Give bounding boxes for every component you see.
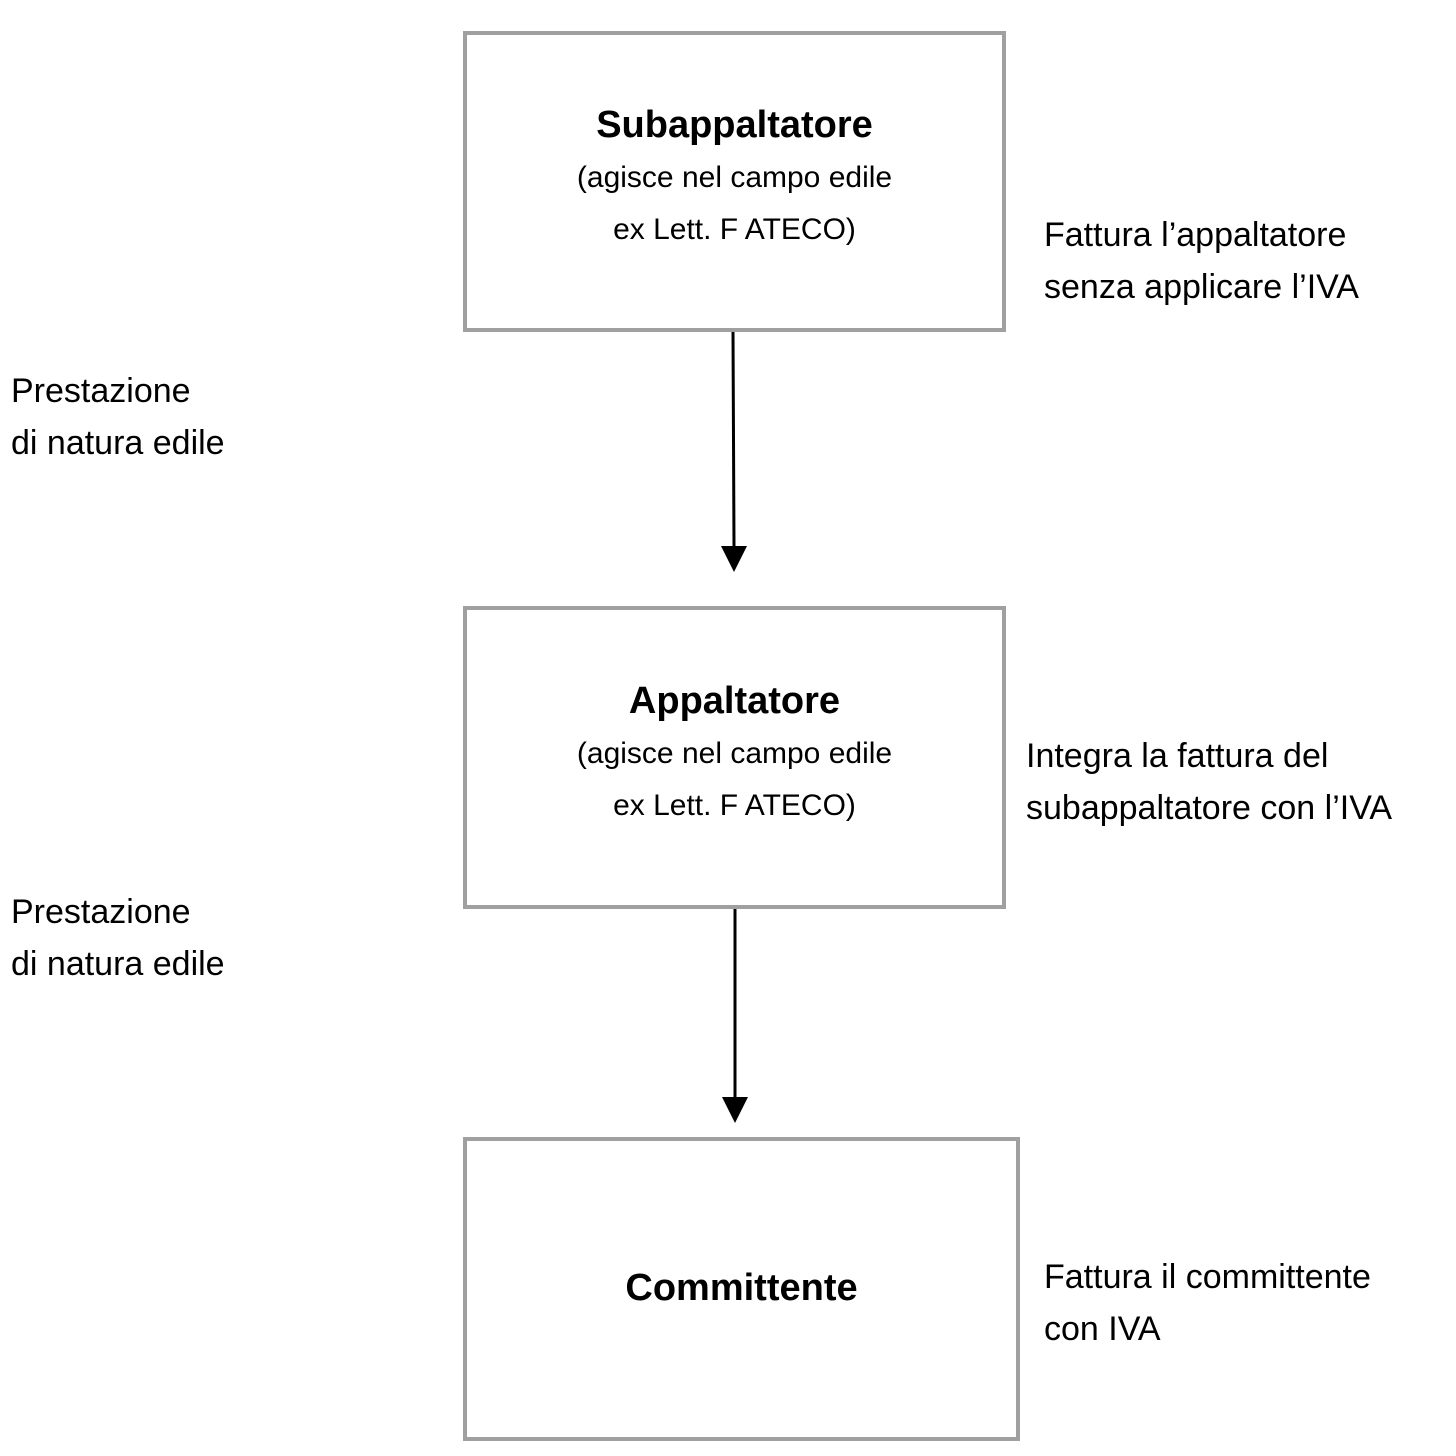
note-appaltatore: Integra la fattura del subappaltatore co… (1026, 730, 1392, 834)
edge-label-app-to-com: Prestazione di natura edile (11, 886, 225, 990)
subappaltatore-desc-line2: ex Lett. F ATECO) (613, 213, 856, 247)
arrow-app-to-com (722, 909, 748, 1123)
appaltatore-desc-line2: ex Lett. F ATECO) (613, 789, 856, 823)
subappaltatore-box: Subappaltatore (agisce nel campo edile e… (463, 31, 1006, 332)
edge-label-line2: di natura edile (11, 945, 225, 983)
committente-title: Committente (625, 1267, 858, 1310)
subappaltatore-desc-line1: (agisce nel campo edile (576, 160, 893, 194)
committente-box: Committente (463, 1137, 1020, 1441)
note-line2: con IVA (1044, 1310, 1161, 1348)
appaltatore-title: Appaltatore (628, 680, 841, 723)
edge-label-line2: di natura edile (11, 424, 225, 462)
note-line2: subappaltatore con l’IVA (1026, 789, 1393, 827)
note-line2: senza applicare l’IVA (1044, 268, 1359, 306)
subappaltatore-title: Subappaltatore (596, 104, 873, 147)
note-line1: Fattura il committente (1044, 1258, 1371, 1296)
appaltatore-desc-line1: (agisce nel campo edile (576, 736, 893, 770)
note-subappaltatore: Fattura l’appaltatore senza applicare l’… (1044, 209, 1359, 313)
edge-label-sub-to-app: Prestazione di natura edile (11, 365, 225, 469)
note-line1: Integra la fattura del (1026, 737, 1329, 775)
edge-label-line1: Prestazione (11, 372, 191, 410)
arrow-sub-to-app (721, 331, 747, 572)
appaltatore-box: Appaltatore (agisce nel campo edile ex L… (463, 606, 1006, 909)
note-committente: Fattura il committente con IVA (1044, 1251, 1371, 1355)
edge-label-line1: Prestazione (11, 893, 191, 931)
note-line1: Fattura l’appaltatore (1044, 216, 1347, 254)
